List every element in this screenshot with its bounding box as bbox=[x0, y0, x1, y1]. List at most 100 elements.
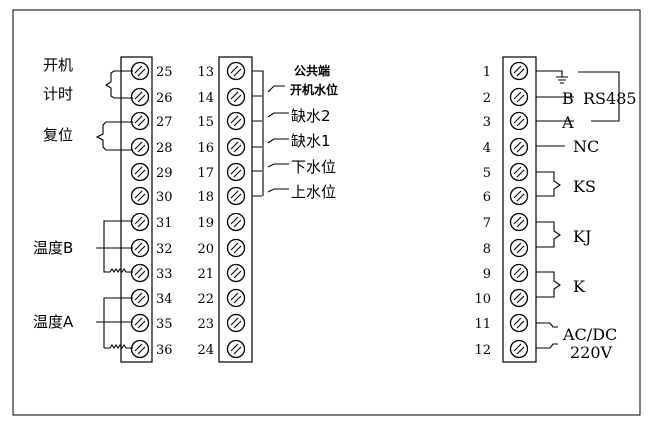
terminal-number-r10: 10 bbox=[474, 292, 491, 307]
label-ks: KS bbox=[573, 177, 596, 196]
terminal-number-36: 36 bbox=[156, 343, 173, 358]
outer-frame bbox=[12, 9, 641, 416]
upper-level-switch bbox=[252, 188, 289, 197]
terminal-number-15: 15 bbox=[197, 115, 214, 130]
terminal-screw-20 bbox=[226, 238, 246, 258]
terminal-number-r9: 9 bbox=[483, 267, 491, 282]
terminal-number-26: 26 bbox=[156, 91, 173, 106]
terminal-screw-r6 bbox=[509, 186, 529, 206]
water-low1-switch bbox=[252, 138, 289, 148]
terminal-screw-r2 bbox=[509, 87, 529, 107]
terminal-number-33: 33 bbox=[156, 267, 173, 282]
terminal-screw-32 bbox=[130, 238, 150, 258]
label-kj: KJ bbox=[573, 227, 591, 246]
terminal-screw-r9 bbox=[509, 263, 529, 283]
terminal-screw-17 bbox=[226, 162, 246, 182]
ks-bracket bbox=[536, 171, 561, 197]
temp-b-wiring bbox=[96, 220, 133, 273]
terminal-screw-23 bbox=[226, 313, 246, 333]
label-reset: 复位 bbox=[43, 126, 73, 144]
terminal-screw-15 bbox=[226, 111, 246, 131]
terminal-number-r5: 5 bbox=[483, 166, 491, 181]
label-start-timer-1: 开机 bbox=[43, 56, 73, 74]
power-on-water-switch bbox=[252, 85, 285, 97]
terminal-number-30: 30 bbox=[156, 190, 173, 205]
terminal-screw-21 bbox=[226, 263, 246, 283]
water-low2-switch bbox=[252, 112, 289, 122]
label-temp-a: 温度A bbox=[33, 313, 74, 331]
rs485-bracket bbox=[578, 71, 620, 122]
middle-screws bbox=[226, 61, 246, 359]
terminal-number-31: 31 bbox=[156, 216, 173, 231]
terminal-screw-22 bbox=[226, 288, 246, 308]
terminal-number-35: 35 bbox=[156, 317, 173, 332]
label-b: B bbox=[562, 89, 574, 108]
k-bracket bbox=[536, 271, 561, 298]
terminal-screw-r5 bbox=[509, 162, 529, 182]
label-lower-level: 下水位 bbox=[291, 158, 336, 176]
terminal-screw-r7 bbox=[509, 212, 529, 232]
terminal-number-29: 29 bbox=[156, 166, 173, 181]
terminal-screw-r10 bbox=[509, 288, 529, 308]
terminal-number-r3: 3 bbox=[483, 115, 491, 130]
terminal-number-32: 32 bbox=[156, 242, 173, 257]
terminal-screw-35 bbox=[130, 313, 150, 333]
kj-bracket bbox=[536, 221, 561, 248]
label-k: K bbox=[573, 277, 586, 296]
label-a: A bbox=[561, 113, 574, 132]
terminal-number-17: 17 bbox=[197, 166, 214, 181]
label-start-timer-2: 计时 bbox=[43, 85, 73, 103]
terminal-screw-r1 bbox=[509, 61, 529, 81]
terminal-screw-r3 bbox=[509, 111, 529, 131]
terminal-number-18: 18 bbox=[197, 190, 214, 205]
common-bus bbox=[252, 70, 264, 196]
terminal-number-r4: 4 bbox=[483, 141, 491, 156]
label-water-low1: 缺水1 bbox=[291, 132, 331, 150]
terminal-screw-24 bbox=[226, 339, 246, 359]
terminal-screw-16 bbox=[226, 137, 246, 157]
terminal-screw-28 bbox=[130, 137, 150, 157]
terminal-number-r1: 1 bbox=[483, 65, 491, 80]
terminal-screw-31 bbox=[130, 212, 150, 232]
start-timer-bracket bbox=[104, 70, 133, 99]
terminal-number-20: 20 bbox=[197, 242, 214, 257]
label-temp-b: 温度B bbox=[33, 239, 73, 257]
terminal-screw-33 bbox=[130, 263, 150, 283]
terminal-screw-14 bbox=[226, 87, 246, 107]
terminal-screw-r8 bbox=[509, 238, 529, 258]
label-rs485: RS485 bbox=[583, 89, 637, 108]
terminal-screw-36 bbox=[130, 339, 150, 359]
terminal-number-16: 16 bbox=[197, 141, 214, 156]
label-water-low2: 缺水2 bbox=[291, 107, 331, 125]
terminal-screw-19 bbox=[226, 212, 246, 232]
left-screws bbox=[130, 61, 150, 359]
terminal-number-28: 28 bbox=[156, 141, 173, 156]
terminal-screw-27 bbox=[130, 111, 150, 131]
ground-icon bbox=[536, 70, 568, 84]
right-terminal-strip bbox=[502, 56, 537, 363]
terminal-number-34: 34 bbox=[156, 292, 173, 307]
terminal-number-r12: 12 bbox=[474, 343, 491, 358]
reset-bracket bbox=[95, 121, 133, 151]
terminal-screw-25 bbox=[130, 61, 150, 81]
label-common: 公共端 bbox=[294, 63, 330, 78]
terminal-number-r8: 8 bbox=[483, 242, 491, 257]
temp-a-wiring bbox=[96, 297, 133, 349]
terminal-number-r2: 2 bbox=[483, 91, 491, 106]
terminal-screw-29 bbox=[130, 162, 150, 182]
terminal-number-14: 14 bbox=[197, 91, 214, 106]
terminal-number-27: 27 bbox=[156, 115, 173, 130]
terminal-screw-30 bbox=[130, 186, 150, 206]
terminal-number-r7: 7 bbox=[483, 216, 491, 231]
label-power-on-water: 开机水位 bbox=[290, 82, 338, 97]
label-nc: NC bbox=[573, 137, 599, 156]
terminal-screw-13 bbox=[226, 61, 246, 81]
terminal-screw-r12 bbox=[509, 339, 529, 359]
terminal-number-22: 22 bbox=[197, 292, 214, 307]
terminal-number-21: 21 bbox=[197, 267, 214, 282]
terminal-number-r6: 6 bbox=[483, 190, 491, 205]
label-voltage: 220V bbox=[570, 343, 613, 362]
